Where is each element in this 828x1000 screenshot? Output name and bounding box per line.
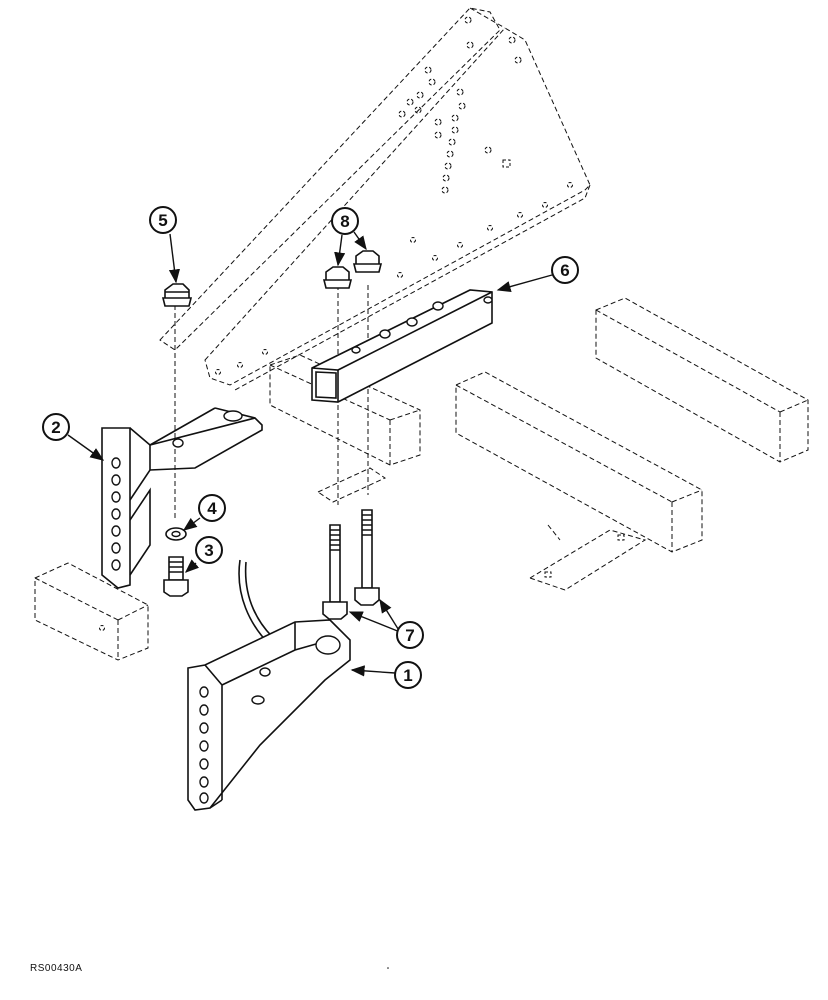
callout-8: 8 (331, 207, 359, 235)
callout-2: 2 (42, 413, 70, 441)
frame-tube-right-lower (455, 371, 703, 553)
frame-tube-left (34, 562, 149, 661)
stray-mark (387, 967, 389, 969)
svg-text:5: 5 (158, 211, 167, 230)
part-2-bracket (101, 407, 263, 589)
svg-text:7: 7 (405, 626, 414, 645)
svg-text:8: 8 (340, 212, 349, 231)
part-7-bolt-right (354, 509, 380, 606)
callout-3: 3 (195, 536, 223, 564)
leader-lines (67, 231, 553, 677)
figure-reference-code: RS00430A (30, 963, 83, 974)
frame-gusset-plates (159, 7, 591, 391)
callout-6: 6 (551, 256, 579, 284)
part-6-square-tube (311, 289, 493, 403)
part-5-flange-nut (161, 283, 193, 307)
frame-tube-right-upper (595, 297, 809, 463)
part-8-flange-nut-right (352, 250, 383, 273)
part-3-bolt (163, 556, 189, 597)
part-7-bolt-left (322, 524, 348, 620)
part-1-bracket (187, 619, 351, 811)
svg-text:6: 6 (560, 261, 569, 280)
svg-text:4: 4 (207, 499, 217, 518)
callout-4: 4 (198, 494, 226, 522)
assembly-centerlines (174, 285, 561, 541)
part-8-flange-nut-left (322, 266, 353, 289)
svg-text:3: 3 (204, 541, 213, 560)
frame-spacer-plate (528, 529, 647, 591)
part-4-washer (165, 527, 187, 541)
callout-5: 5 (149, 206, 177, 234)
clamp-plate-dashed (316, 467, 387, 503)
callout-1: 1 (394, 661, 422, 689)
svg-text:2: 2 (51, 418, 60, 437)
svg-text:1: 1 (403, 666, 412, 685)
callout-7: 7 (396, 621, 424, 649)
